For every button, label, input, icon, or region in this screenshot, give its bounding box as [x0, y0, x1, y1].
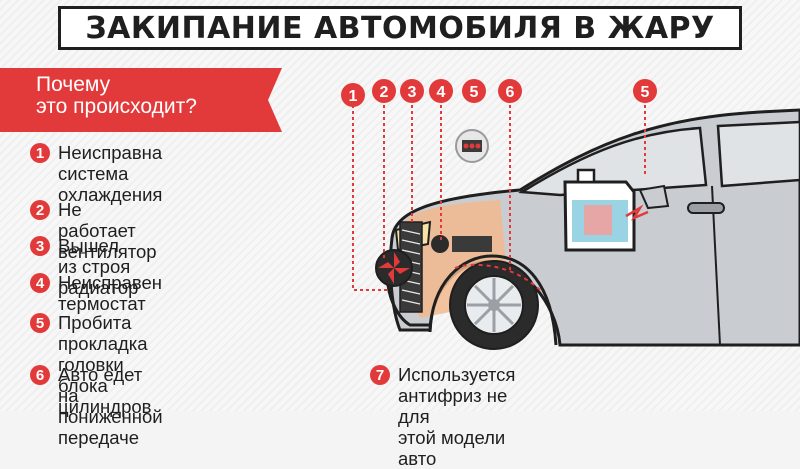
why-line-2: это происходит?: [36, 95, 197, 118]
leader-1: [352, 105, 388, 291]
page-title: ЗАКИПАНИЕ АВТОМОБИЛЯ В ЖАРУ: [58, 6, 742, 50]
reason-number-4: 4: [30, 273, 50, 293]
reason-text-4: Неисправен термостат: [58, 272, 162, 314]
coolant-label: [584, 205, 612, 235]
spark-icon: [625, 204, 649, 221]
reason-7-line-2: этой модели авто: [398, 427, 506, 469]
car-door-handle: [687, 202, 725, 214]
car-illustration: 1 2 3 4 5 6 5: [341, 79, 800, 350]
reason-text-7: Используется антифриз не для этой модели…: [398, 364, 515, 469]
marker-5b-label: 5: [641, 84, 650, 101]
why-banner: Почему это происходит?: [0, 68, 282, 132]
reason-4-line-1: Неисправен термостат: [58, 272, 162, 314]
reason-6-line-2: передаче: [58, 427, 140, 448]
why-line-1: Почему: [36, 73, 111, 96]
reason-text-6: Авто едет на пониженной передаче: [58, 364, 163, 448]
wheel-arch: [428, 254, 558, 346]
why-banner-shape: [0, 68, 282, 132]
reason-number-2: 2: [30, 200, 50, 220]
reason-number-6: 6: [30, 365, 50, 385]
thermostat: [431, 235, 449, 253]
engine-block: [452, 236, 492, 252]
reason-1-line-1: Неисправна система: [58, 142, 163, 184]
car-mirror: [638, 184, 670, 210]
marker-5-label: 5: [470, 84, 479, 101]
marker-4: 4: [429, 79, 453, 103]
marker-4-label: 4: [437, 84, 446, 101]
marker-5b: 5: [633, 79, 657, 103]
reason-number-5: 5: [30, 313, 50, 333]
marker-1: 1: [341, 83, 365, 107]
reason-5-line-1: Пробита прокладка: [58, 312, 148, 354]
reason-3-line-1: Вышел из строя радиатор: [58, 235, 139, 298]
marker-2: 2: [372, 79, 396, 103]
marker-6-label: 6: [506, 84, 515, 101]
marker-1-label: 1: [349, 88, 358, 105]
reason-number-3: 3: [30, 236, 50, 256]
marker-3: 3: [400, 79, 424, 103]
car-bumper: [386, 284, 430, 327]
marker-5: 5: [462, 79, 486, 103]
why-banner-text: Почему это происходит?: [36, 74, 197, 118]
reason-7-line-1: Используется антифриз не для: [398, 364, 516, 427]
reason-item-2: 2 Не работает вентилятор: [30, 199, 157, 262]
reason-item-6: 6 Авто едет на пониженной передаче: [30, 364, 163, 448]
reason-2-line-1: Не работает вентилятор: [58, 199, 157, 262]
reason-text-2: Не работает вентилятор: [58, 199, 157, 262]
marker-2-label: 2: [380, 84, 389, 101]
reason-item-4: 4 Неисправен термостат: [30, 272, 162, 314]
reason-6-line-1: Авто едет на пониженной: [58, 364, 163, 427]
car-side-window: [716, 120, 800, 188]
reason-text-3: Вышел из строя радиатор: [58, 235, 138, 298]
reason-number-1: 1: [30, 143, 50, 163]
reason-item-3: 3 Вышел из строя радиатор: [30, 235, 138, 298]
reason-text-1: Неисправна система охлаждения: [58, 142, 162, 205]
car-windshield: [518, 126, 708, 197]
marker-3-label: 3: [408, 84, 417, 101]
reason-number-7: 7: [370, 365, 390, 385]
reason-item-1: 1 Неисправна система охлаждения: [30, 142, 162, 205]
marker-6: 6: [498, 79, 522, 103]
reason-1-line-2: охлаждения: [58, 184, 163, 205]
reason-item-7: 7 Используется антифриз не для этой моде…: [370, 364, 515, 469]
